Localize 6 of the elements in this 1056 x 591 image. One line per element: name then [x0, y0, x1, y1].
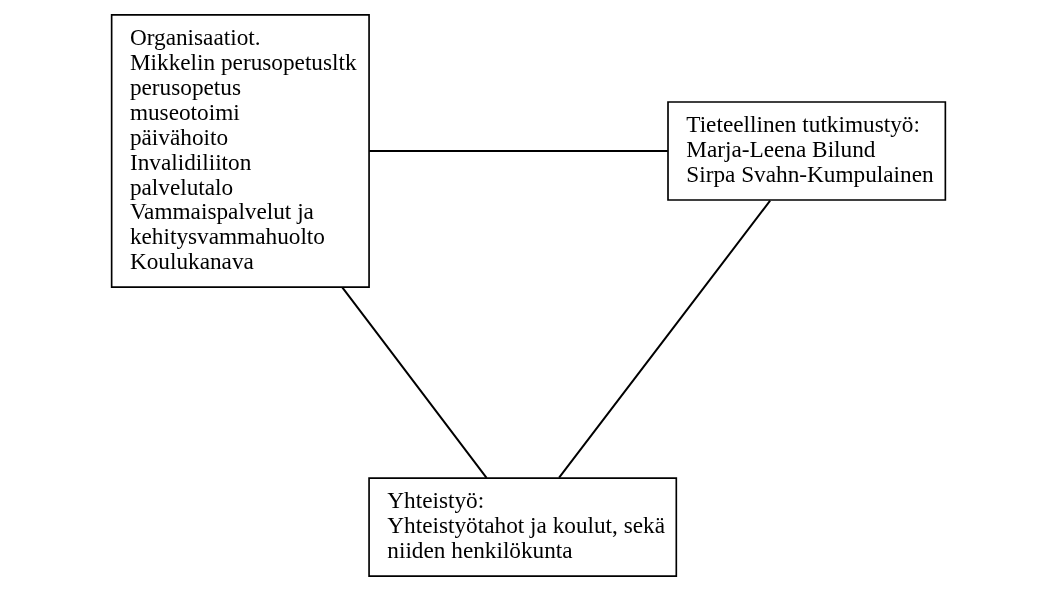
- connector: [340, 286, 488, 479]
- node-box: Yhteistyö: Yhteistyötahot ja koulut, sekä niiden henkilökunta: [367, 477, 677, 577]
- node-box: Organisaatiot. Mikkelin perusopetusltk perusopetus museotoimi päivähoito Invalidiliiton palvelutalo Vammaispalvelut ja kehitysvammahuolto Koulukanava: [110, 14, 370, 289]
- connector: [557, 199, 771, 479]
- node-box: Tieteellinen tutkimustyö: Marja-Leena Bilund Sirpa Svahn-Kumpulainen: [666, 101, 946, 201]
- connector: [367, 150, 669, 152]
